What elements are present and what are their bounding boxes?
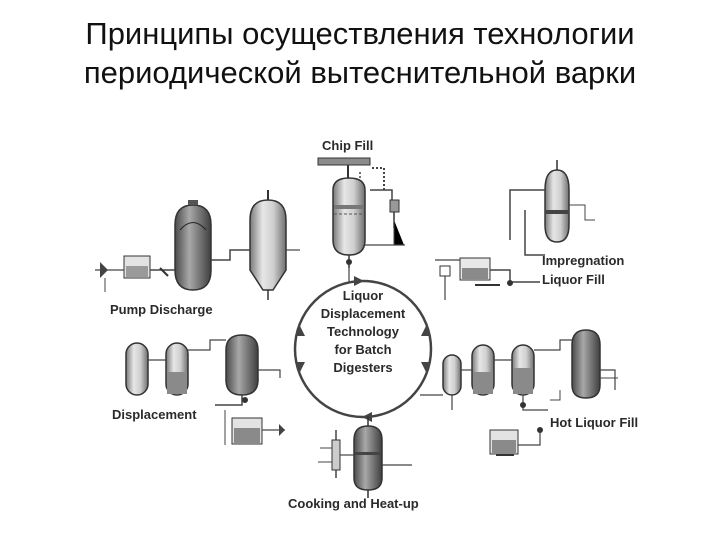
impregnation-vessel — [544, 169, 570, 243]
pump-discharge-label: Pump Discharge — [110, 302, 213, 317]
chip-conveyor — [317, 157, 371, 166]
hot-liquor-fill-label: Hot Liquor Fill — [550, 415, 638, 430]
impregnation-label-1: Impregnation — [542, 253, 624, 268]
center-line-4: for Batch — [334, 342, 391, 357]
chip-fill-label: Chip Fill — [322, 138, 373, 153]
heat-exchanger — [331, 439, 341, 471]
hot-liquor-accumulator-1 — [442, 354, 462, 396]
blow-tank — [249, 199, 287, 291]
title-line-2: периодической вытеснительной варки — [83, 55, 637, 90]
displacement-label: Displacement — [112, 407, 197, 422]
center-line-2: Displacement — [321, 306, 406, 321]
hot-liquor-digester — [571, 329, 601, 399]
chip-fill-digester — [332, 177, 366, 256]
title-line-1: Принципы осуществления технологии — [85, 16, 635, 51]
cooking-stage: Cooking and Heat-up — [288, 416, 419, 511]
impregnation-label-2: Liquor Fill — [542, 272, 605, 287]
pump-discharge-stage: Pump Discharge — [95, 190, 287, 317]
cooking-digester — [353, 425, 383, 491]
center-line-1: Liquor — [343, 288, 383, 303]
hot-liquor-fill-stage: Hot Liquor Fill — [442, 329, 638, 456]
center-line-5: Digesters — [333, 360, 392, 375]
cycle-ring — [293, 276, 433, 422]
chip-bin — [389, 199, 400, 213]
impregnation-stage: Impregnation Liquor Fill — [435, 160, 624, 300]
cooking-label: Cooking and Heat-up — [288, 496, 419, 511]
displacement-accumulator-1 — [125, 342, 149, 396]
connector-lines — [286, 244, 443, 396]
displacement-digester — [225, 334, 259, 396]
chip-fill-stage: Chip Fill — [317, 138, 404, 268]
center-line-3: Technology — [327, 324, 400, 339]
pump-discharge-digester — [174, 204, 212, 291]
center-label: Liquor Displacement Technology for Batch… — [321, 288, 406, 375]
impregnation-pump — [439, 265, 451, 277]
slide-title: Принципы осуществления технологии период… — [0, 14, 720, 92]
displacement-stage: Displacement — [112, 334, 285, 445]
